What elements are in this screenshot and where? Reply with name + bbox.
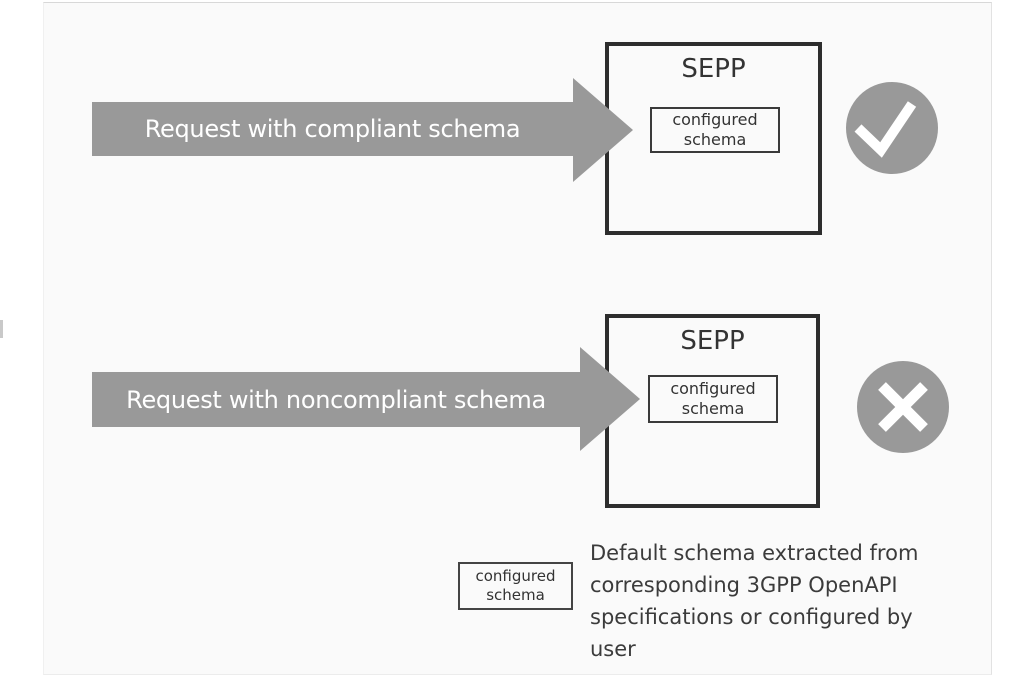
x-icon (878, 382, 928, 432)
legend-configured-schema-box: configured schema (458, 562, 573, 610)
configured-schema-line2: schema (681, 399, 745, 418)
configured-schema-line2: schema (683, 130, 747, 149)
sepp-title: SEPP (681, 54, 746, 84)
noncompliant-request-arrow: Request with noncompliant schema (92, 372, 580, 427)
configured-schema-line1: configured (670, 379, 756, 398)
legend-description-line: corresponding 3GPP OpenAPI (590, 573, 898, 597)
legend-description-line: user (590, 637, 636, 661)
legend-description-line: specifications or configured by (590, 605, 913, 629)
legend-description: Default schema extracted from correspond… (590, 537, 990, 665)
legend-schema-line1: configured (475, 567, 556, 585)
check-icon (854, 101, 917, 158)
legend-description-line: Default schema extracted from (590, 541, 919, 565)
configured-schema-box-compliant: configured schema (650, 107, 780, 153)
failure-circle (857, 361, 949, 453)
compliant-arrow-head-icon (573, 78, 633, 182)
legend-schema-line2: schema (486, 586, 545, 604)
compliant-request-arrow: Request with compliant schema (92, 102, 573, 156)
left-edge-tick (0, 320, 3, 338)
configured-schema-line1: configured (672, 110, 758, 129)
success-circle (846, 82, 938, 174)
compliant-arrow-label: Request with compliant schema (144, 115, 521, 143)
noncompliant-arrow-label: Request with noncompliant schema (126, 385, 546, 414)
sepp-title: SEPP (680, 326, 745, 356)
configured-schema-box-noncompliant: configured schema (648, 375, 778, 423)
noncompliant-arrow-head-icon (580, 347, 640, 451)
